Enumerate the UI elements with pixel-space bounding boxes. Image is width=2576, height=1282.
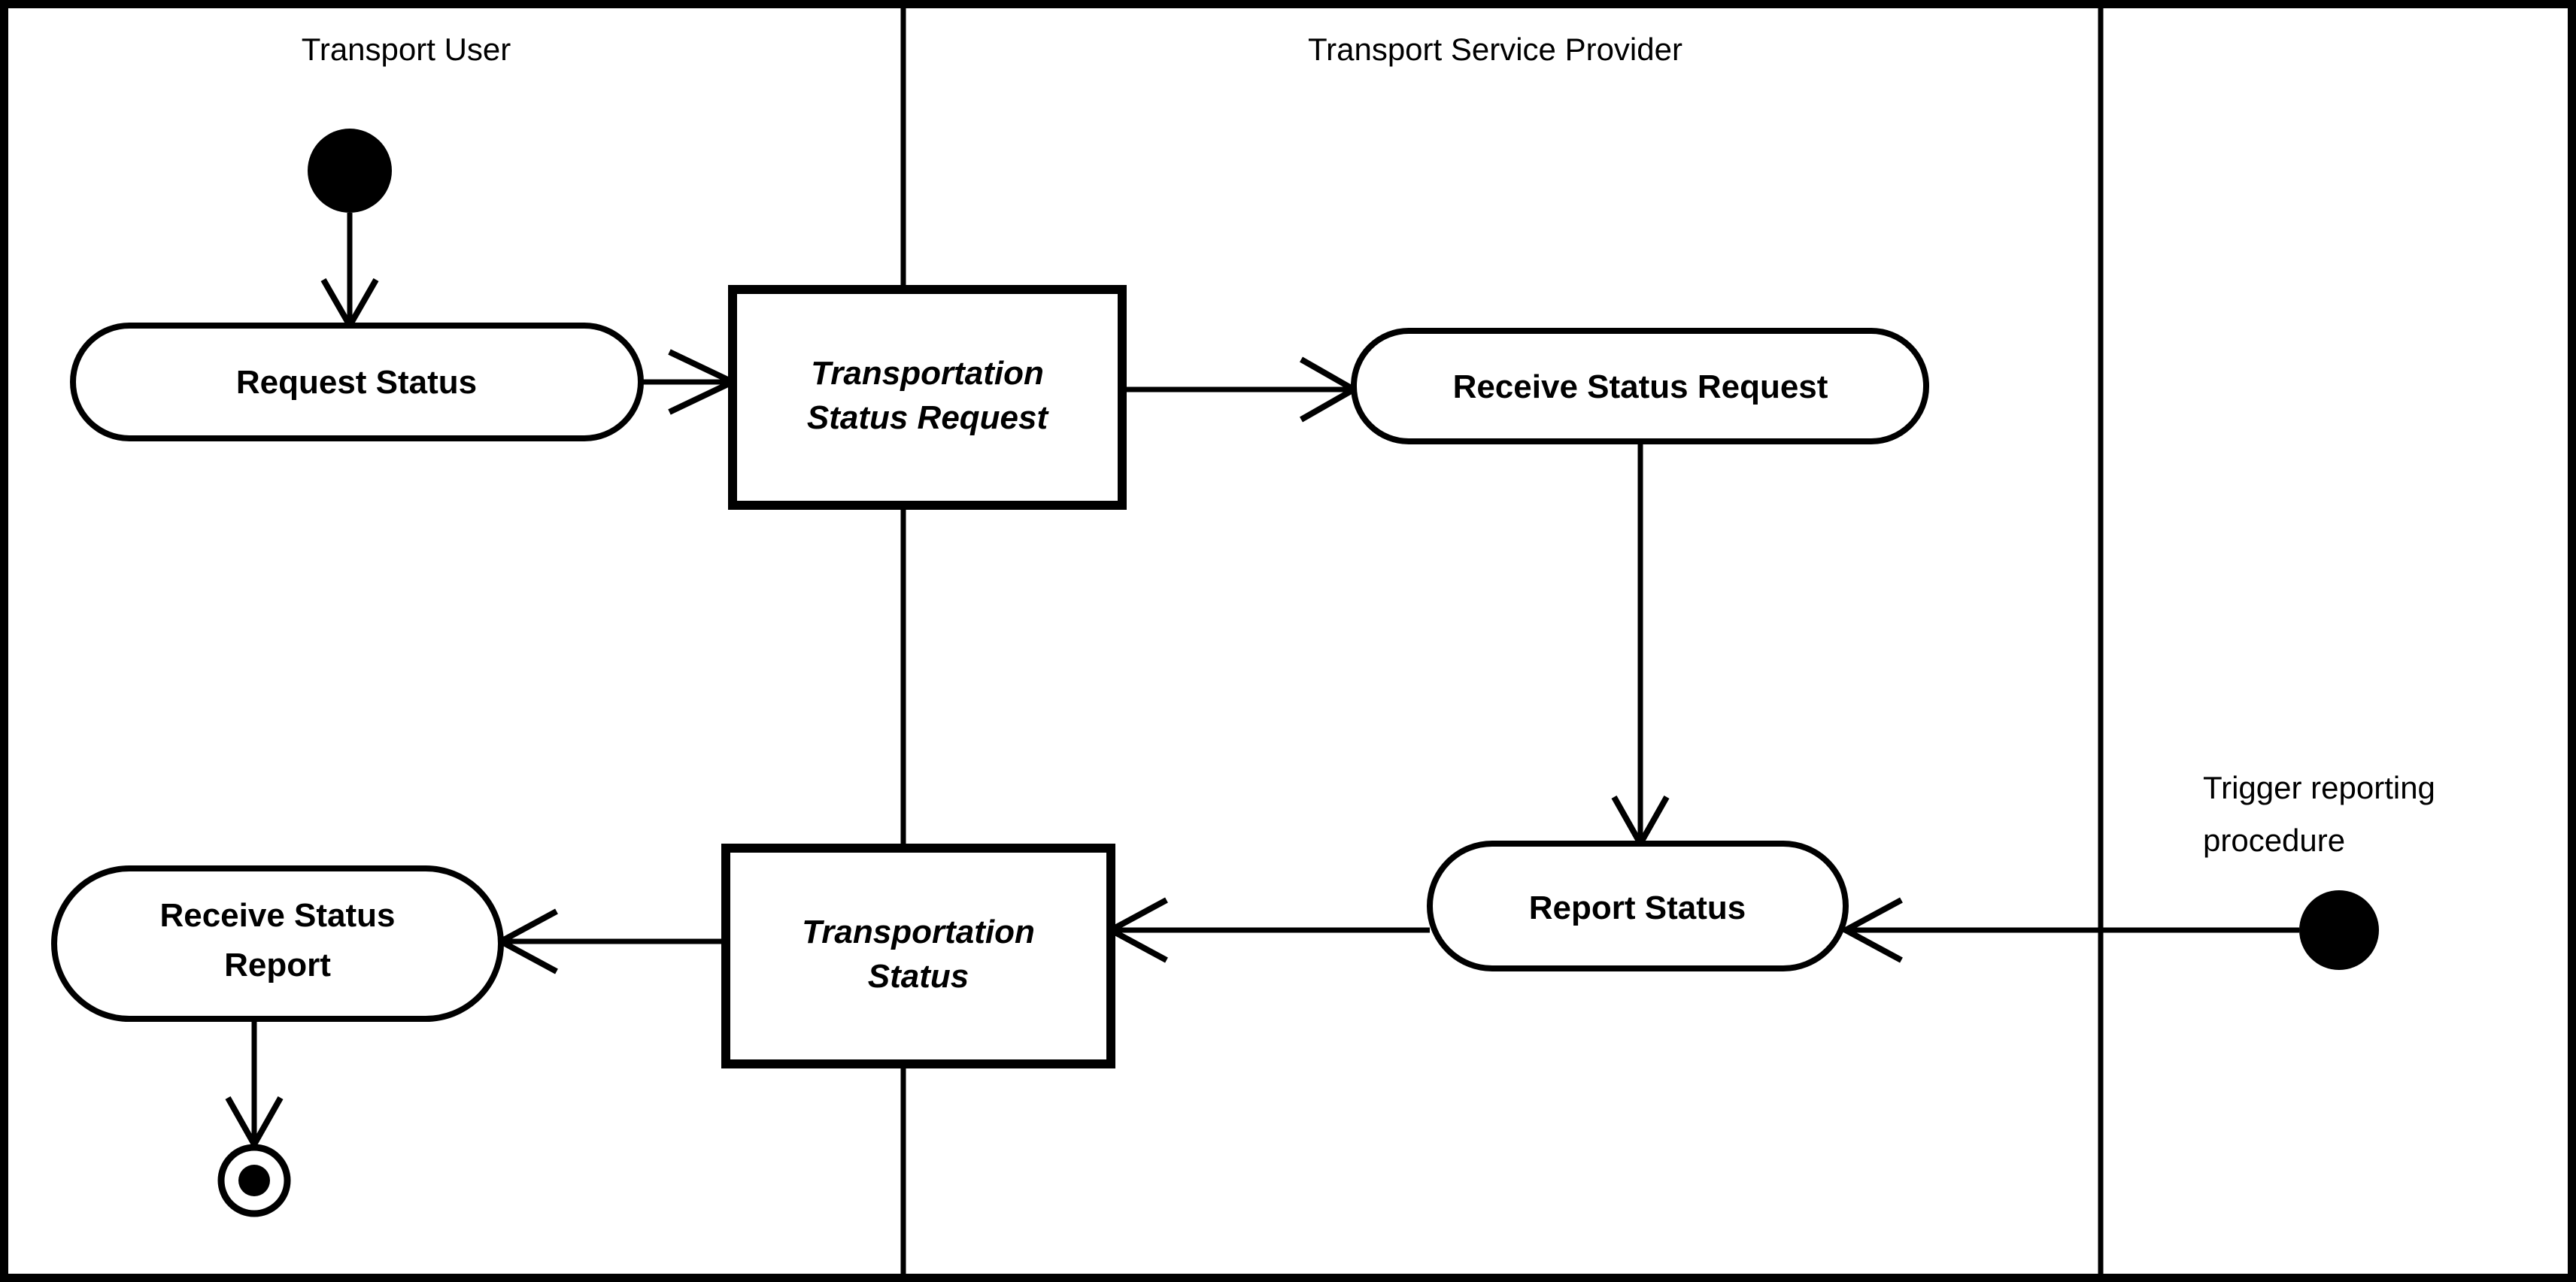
initial-node-user-icon bbox=[308, 129, 392, 213]
action-request-status[interactable]: Request Status bbox=[70, 323, 644, 441]
edge-request-status-to-object-request bbox=[641, 349, 740, 415]
note-trigger-reporting-line2: procedure bbox=[2203, 823, 2345, 858]
object-transportation-status-request-shape bbox=[728, 285, 1127, 510]
note-trigger-reporting: Trigger reporting procedure bbox=[2203, 770, 2435, 858]
edge-initial-to-request-status bbox=[320, 213, 379, 332]
edge-receive-report-to-final bbox=[225, 1019, 284, 1151]
initial-node-trigger-icon bbox=[2299, 890, 2379, 970]
object-transportation-status-request[interactable]: Transportation Status Request bbox=[728, 285, 1127, 510]
action-receive-status-report-label-line1: Receive Status bbox=[159, 897, 395, 934]
object-transportation-status-request-label-line1: Transportation bbox=[811, 355, 1044, 392]
action-report-status[interactable]: Report Status bbox=[1427, 841, 1849, 971]
action-receive-status-report-label-line2: Report bbox=[224, 947, 331, 983]
note-trigger-reporting-line1: Trigger reporting bbox=[2203, 770, 2435, 805]
action-receive-status-report[interactable]: Receive Status Report bbox=[51, 865, 504, 1022]
object-transportation-status-request-label-line2: Status Request bbox=[807, 399, 1050, 436]
final-node-inner-dot-icon bbox=[238, 1165, 270, 1196]
action-receive-status-report-shape bbox=[51, 865, 504, 1022]
edge-trigger-to-report-status bbox=[1839, 897, 2299, 963]
object-transportation-status-shape bbox=[721, 844, 1115, 1068]
action-report-status-shape bbox=[1427, 841, 1849, 971]
edge-object-request-to-receive-request bbox=[1122, 356, 1361, 423]
object-transportation-status-label-line1: Transportation bbox=[802, 914, 1035, 950]
object-transportation-status-label-line2: Status bbox=[868, 958, 969, 995]
action-report-status-label: Report Status bbox=[1529, 890, 1746, 926]
action-receive-status-request[interactable]: Receive Status Request bbox=[1351, 328, 1929, 444]
action-receive-status-request-label: Receive Status Request bbox=[1453, 368, 1828, 405]
action-request-status-label: Request Status bbox=[236, 364, 477, 401]
object-transportation-status[interactable]: Transportation Status bbox=[721, 844, 1115, 1068]
final-node bbox=[217, 1144, 291, 1217]
swimlane-title-transport-service-provider: Transport Service Provider bbox=[1308, 32, 1682, 67]
edge-receive-request-to-report-status bbox=[1611, 441, 1670, 850]
edge-report-status-to-object-status bbox=[1104, 897, 1430, 963]
edge-object-status-to-receive-report bbox=[494, 908, 726, 974]
swimlane-title-transport-user: Transport User bbox=[302, 32, 511, 67]
